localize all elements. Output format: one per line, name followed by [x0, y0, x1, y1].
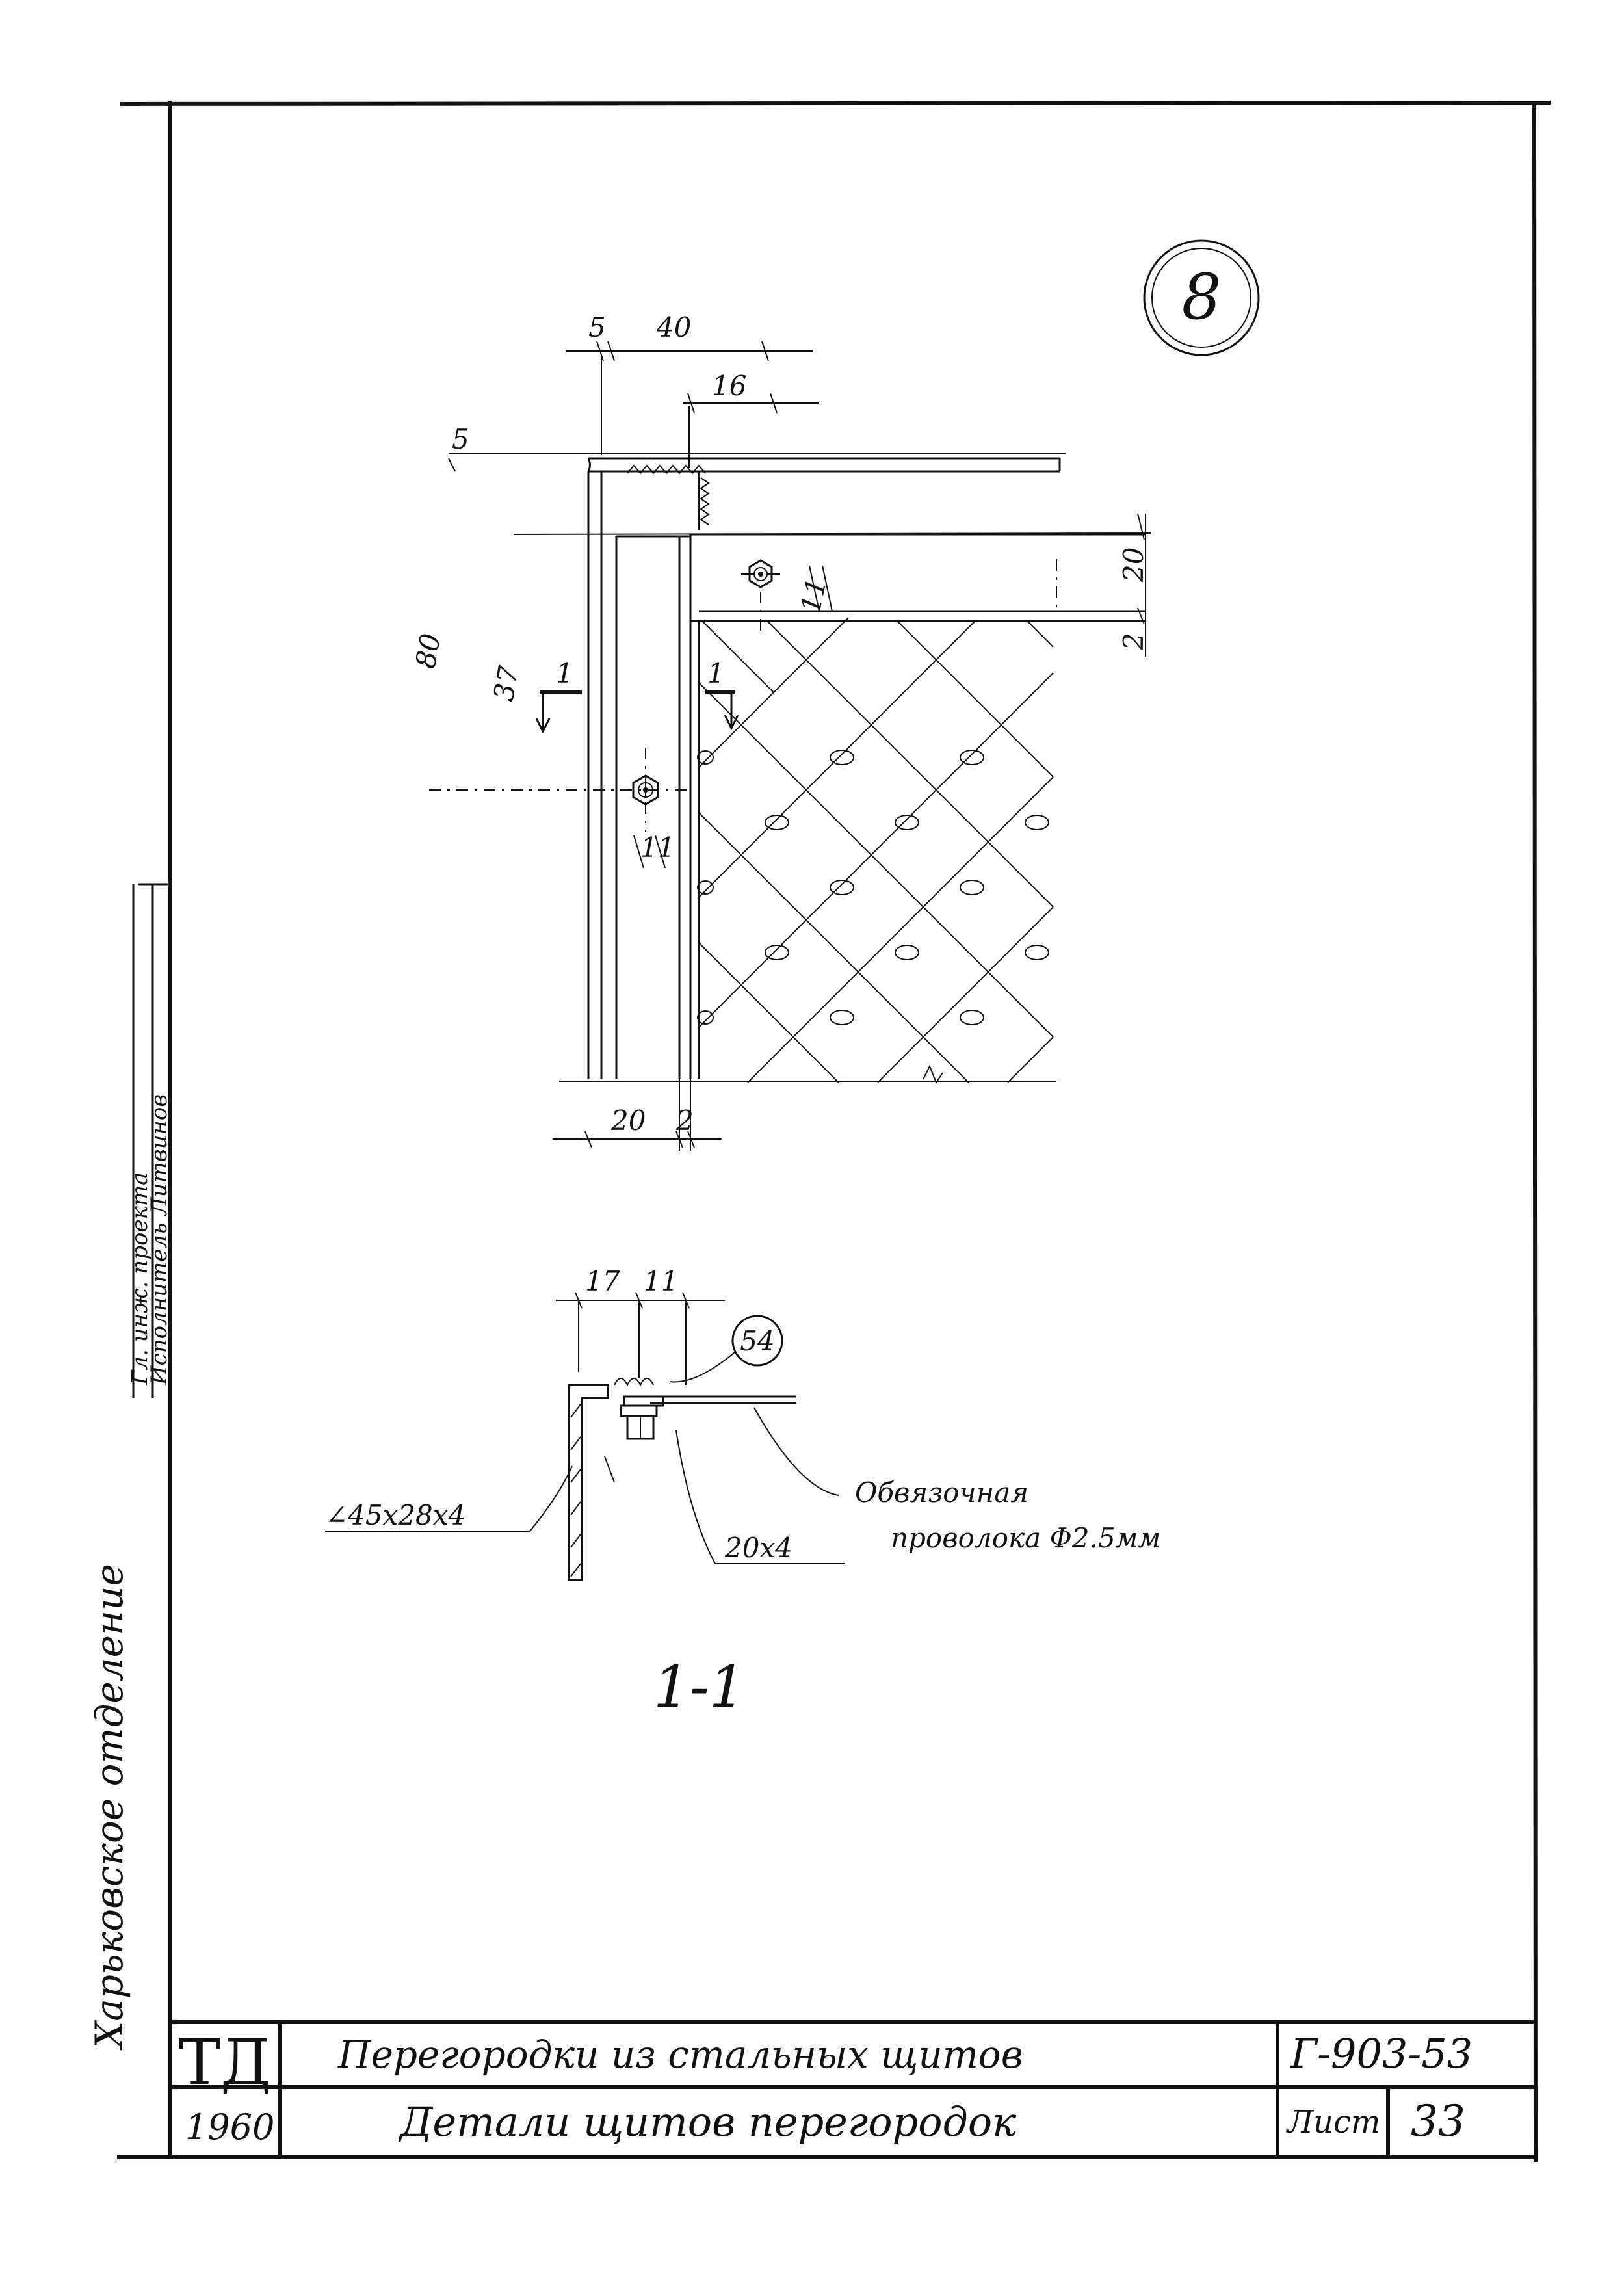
dim-2-right: 2: [1118, 633, 1149, 651]
bolt-top: [741, 559, 780, 588]
side-stamp: Харьковское отделение Гл. инж. проекта И…: [87, 883, 172, 2051]
dim-11-mid: 11: [640, 832, 675, 863]
sheet-label: Лист: [1286, 2104, 1380, 2140]
title-line2: Детали щитов перегородок: [398, 2098, 1017, 2146]
dim-5-top: 5: [588, 311, 606, 343]
weld-seam: [627, 464, 710, 530]
side-stamp-role-bottom: Исполнитель Литвинов: [146, 1094, 172, 1386]
title-block: ТД 1960 Перегородки из стальных щитов Де…: [170, 2020, 1536, 2157]
cut-mark-left: 1: [556, 657, 573, 689]
project-code: Г-903-53: [1290, 2030, 1473, 2077]
angle-label: ∠45x28x4: [325, 1499, 465, 1531]
section-1-1: 17 11 54 ∠45x28x4 20x4: [325, 1265, 1160, 1720]
dim-5-left: 5: [452, 423, 469, 455]
detail-number: 8: [1181, 261, 1221, 334]
wire-label-line1: Обвязочная: [855, 1477, 1028, 1508]
year: 1960: [185, 2107, 274, 2148]
side-stamp-role-top: Гл. инж. проекта: [127, 1172, 153, 1386]
dim-11-top: 11: [794, 575, 833, 616]
dim-40-top: 40: [656, 311, 691, 343]
section-title: 1-1: [653, 1653, 746, 1720]
section-dim-17: 17: [585, 1265, 620, 1297]
dim-80: 80: [410, 631, 447, 671]
dim-37: 37: [488, 663, 525, 703]
sheet-number: 33: [1411, 2096, 1465, 2146]
upper-detail: 5 40 16 5: [410, 311, 1151, 1151]
title-line1: Перегородки из стальных щитов: [337, 2032, 1023, 2077]
dim-20-right: 20: [1118, 547, 1149, 583]
dim-2-bottom: 2: [675, 1105, 694, 1136]
bolt-center: [429, 748, 689, 832]
section-dim-11: 11: [644, 1265, 678, 1297]
logo-td: ТД: [179, 2026, 271, 2099]
strip-label: 20x4: [724, 1532, 792, 1564]
dim-20-bottom: 20: [610, 1105, 646, 1136]
side-stamp-org: Харьковское отделение: [87, 1564, 131, 2051]
sheet-frame: [117, 101, 1551, 2162]
detail-number-badge: 8: [1143, 239, 1260, 356]
wire-label-line2: проволока Φ2.5мм: [891, 1522, 1160, 1554]
section-callout: 54: [740, 1325, 774, 1357]
section-cut-marks: 1 1: [535, 657, 739, 734]
dim-16: 16: [712, 370, 746, 402]
mesh-panel: [697, 617, 1054, 1084]
cut-mark-right: 1: [707, 657, 725, 689]
